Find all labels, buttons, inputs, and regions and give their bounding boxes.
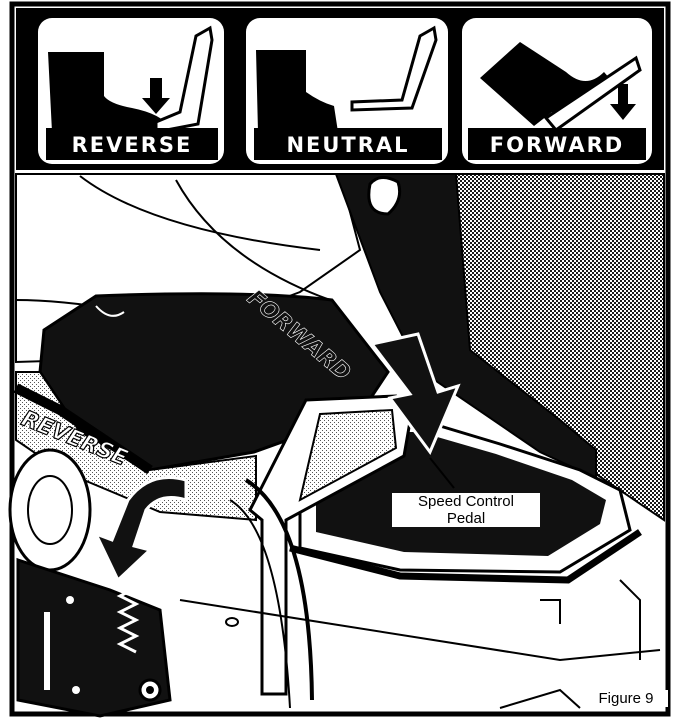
pulley (10, 450, 90, 570)
speed-control-pedal-callout: Speed Control Pedal (392, 493, 540, 527)
reverse-label: REVERSE (46, 132, 218, 158)
forward-label: FORWARD (468, 132, 646, 158)
callout-line-1: Speed Control (392, 493, 540, 510)
figure-caption: Figure 9 (584, 690, 668, 707)
callout-line-2: Pedal (392, 510, 540, 527)
neutral-label: NEUTRAL (254, 132, 442, 158)
